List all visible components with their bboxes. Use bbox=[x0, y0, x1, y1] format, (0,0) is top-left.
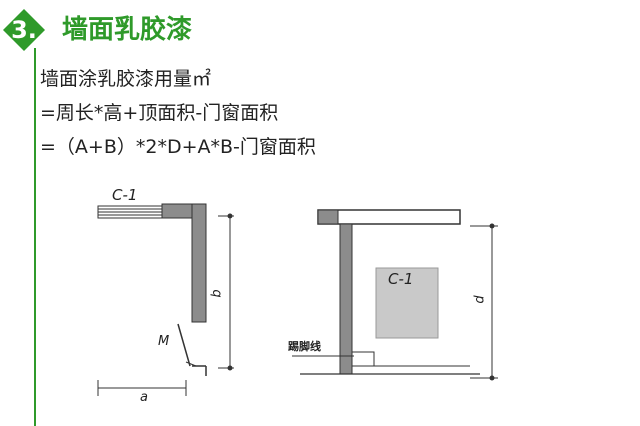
section-window-label: C-1 bbox=[388, 270, 414, 288]
plan-width-label: a bbox=[140, 390, 148, 405]
plan-depth-label: b bbox=[209, 289, 225, 298]
formula-line-1: 墙面涂乳胶漆用量㎡ bbox=[40, 68, 212, 90]
left-accent-rule bbox=[34, 48, 36, 426]
section-badge-icon bbox=[3, 9, 45, 51]
plan-window-label: C-1 bbox=[112, 186, 138, 204]
section-title: 墙面乳胶漆 bbox=[62, 15, 193, 45]
formula-line-2: =周长*高+顶面积-门窗面积 bbox=[40, 102, 279, 124]
section-height-label: d bbox=[472, 295, 488, 304]
plan-door-label: M bbox=[158, 334, 170, 349]
formula-line-3: =（A+B）*2*D+A*B-门窗面积 bbox=[40, 136, 316, 158]
section-number: 3. bbox=[11, 16, 37, 44]
baseboard-label: 踢脚线 bbox=[288, 340, 321, 353]
